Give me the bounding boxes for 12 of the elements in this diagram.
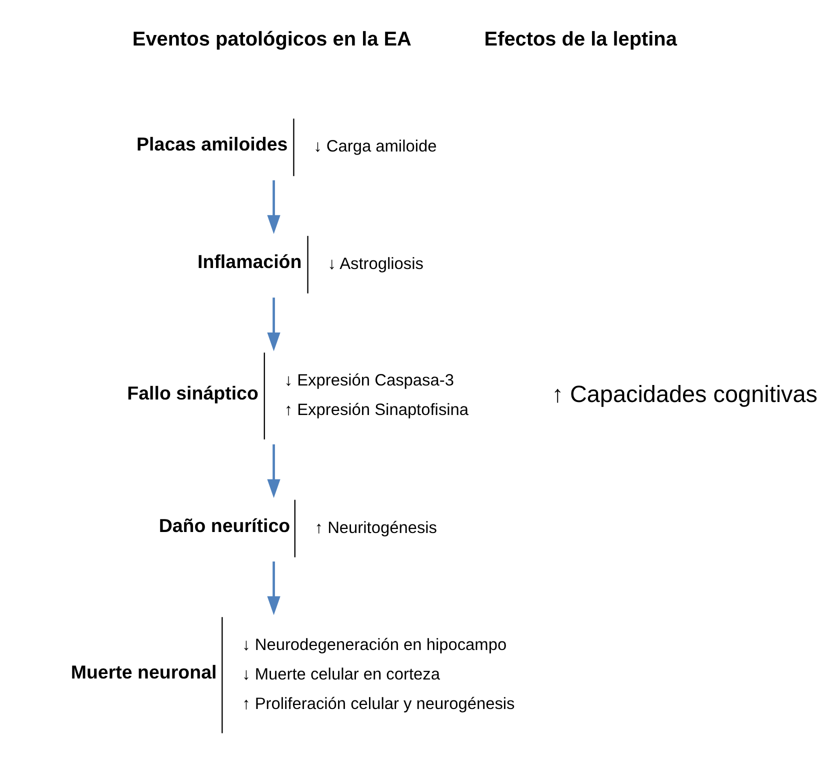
label: Efectos de la leptina <box>484 28 677 50</box>
arrow <box>267 180 280 234</box>
label: Eventos patológicos en la EA <box>132 28 412 50</box>
arrow <box>267 562 280 616</box>
node-text: Fallo sináptico ↓ Expresión Caspasa-3 ↑ Expresión Sinaptofisina <box>127 372 469 420</box>
node-text: Placas amiloides ↓ Carga amiloide <box>136 134 437 156</box>
node-text: Daño neurítico ↑ Neuritogénesis <box>158 514 438 537</box>
node-text: Inflamación ↓ Astrogliosis <box>198 250 424 273</box>
arrow <box>267 298 280 352</box>
arrow <box>267 444 280 498</box>
label: ↑ Capacidades cognitivas <box>552 380 818 407</box>
node-text: Muerte neuronal ↓ Neurodegeneración en hipocampo ↓ Muerte celular en corteza ↑ Proliferación celular y neurogénesis <box>70 636 515 713</box>
